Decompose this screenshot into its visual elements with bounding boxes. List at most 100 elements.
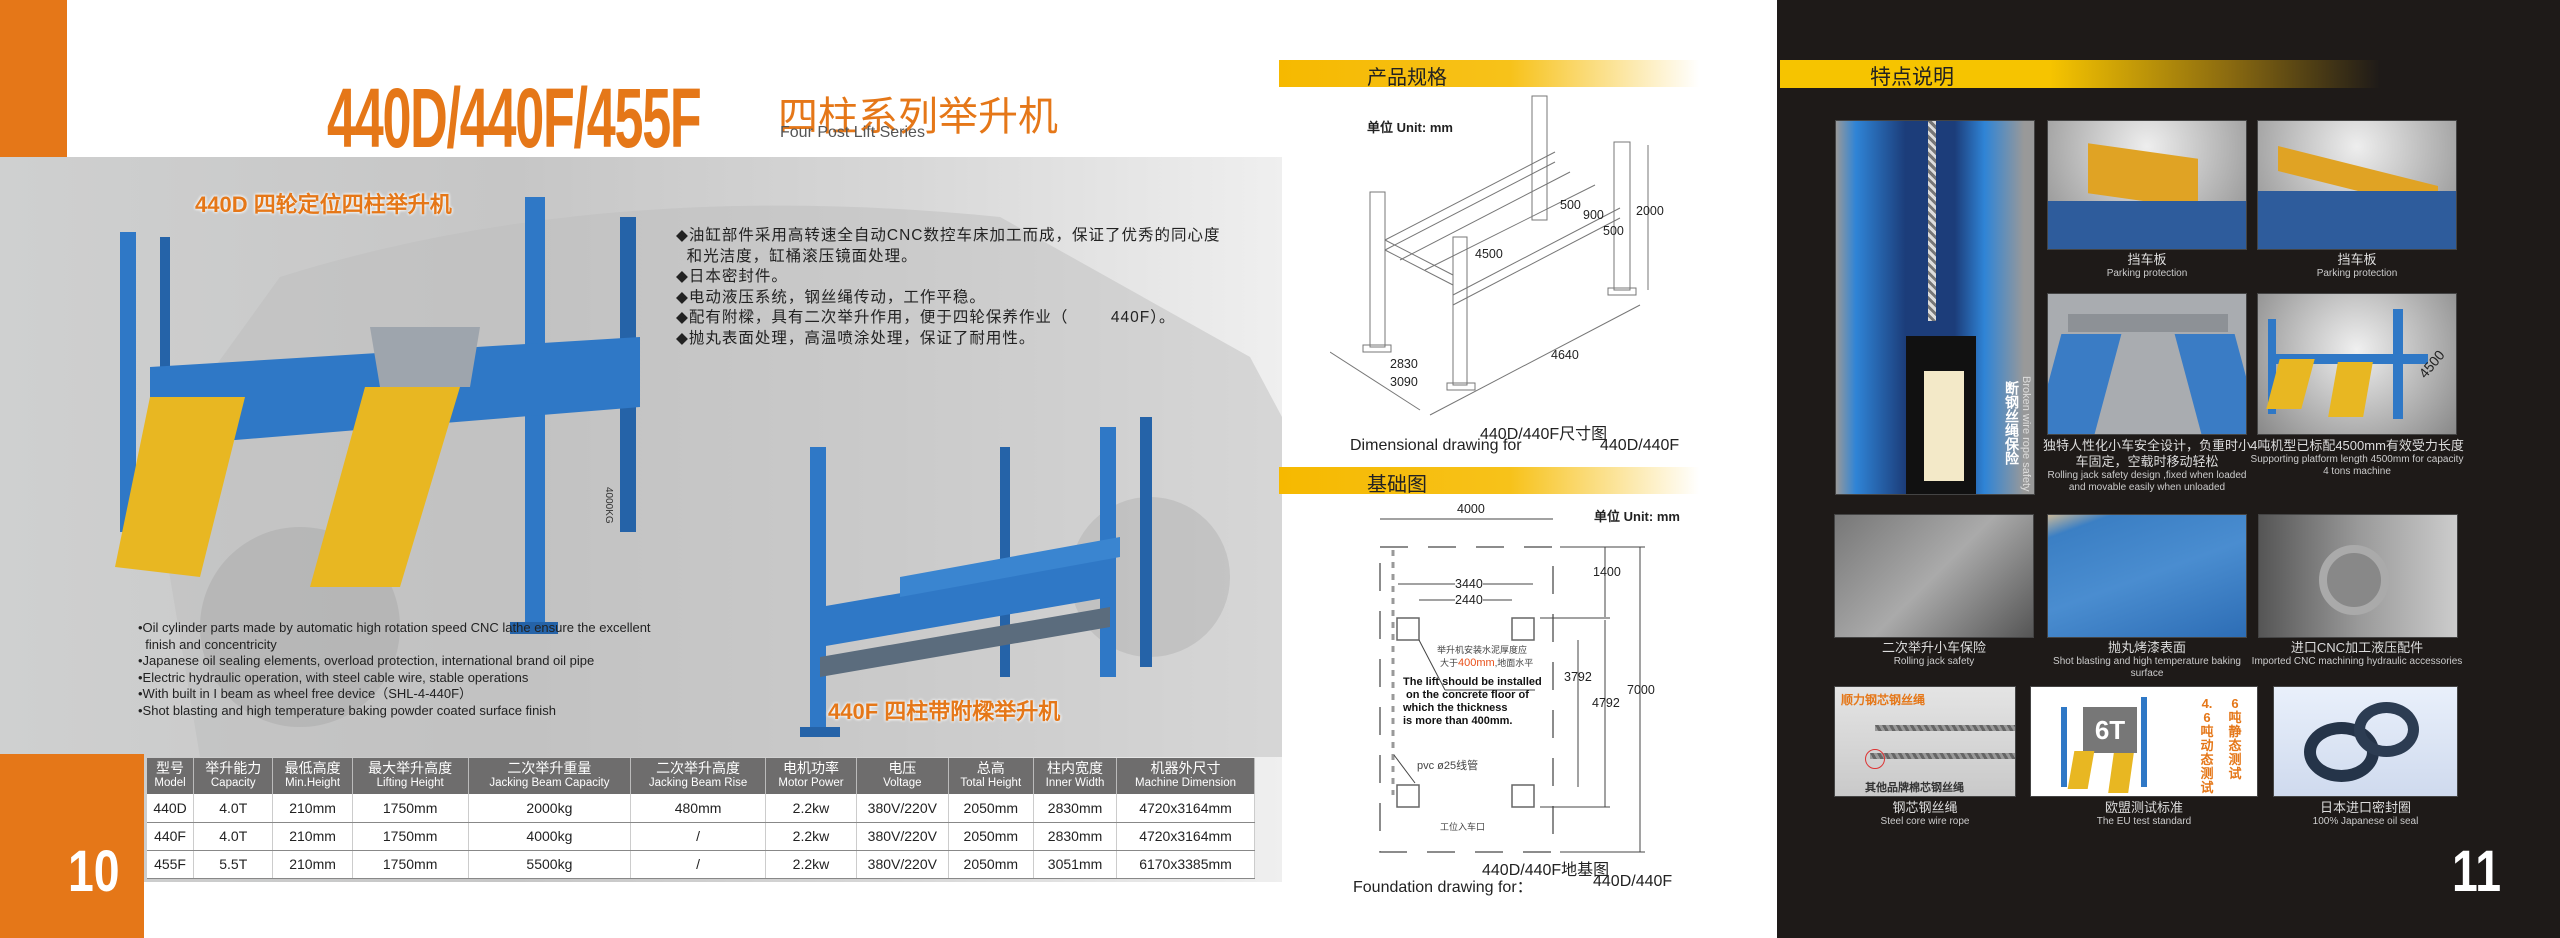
foundation-drawing: [1379, 518, 1645, 853]
caption-cn: 二次举升小车保险: [1881, 640, 1986, 655]
dim-2440: 2440: [1455, 593, 1483, 607]
table-cell: 2.2kw: [765, 794, 858, 823]
table-cell: 210mm: [272, 822, 353, 851]
photo-caption-cn: 断钢丝绳保险: [2004, 381, 2020, 465]
table-cell: 2830mm: [1033, 794, 1118, 823]
feature-photo-parking-protection-2: [2257, 120, 2457, 250]
section-heading: 特点说明: [1870, 66, 1954, 89]
header-en: Jacking Beam Capacity: [489, 777, 610, 789]
header-en: Lifting Height: [376, 777, 444, 789]
feature-photo-shot-blasting: [2047, 514, 2247, 638]
caption-en: 100% Japanese oil seal: [2312, 816, 2419, 827]
header-en: Machine Dimension: [1135, 777, 1237, 789]
header-en: Min.Height: [285, 777, 341, 789]
page-subtitle-en: Four Post Lift Series: [780, 124, 925, 141]
table-cell: 480mm: [630, 794, 766, 823]
note-line: which the thickness: [1403, 702, 1508, 714]
drawing-caption-cn: 440D/440F尺寸图: [1480, 426, 1608, 443]
note-en: The lift should be installed on the conc…: [1403, 676, 1542, 728]
dim-4792: 4792: [1592, 696, 1620, 710]
dim-500: 500: [1560, 198, 1581, 212]
drawing-caption-model: 440D/440F: [1600, 437, 1680, 454]
dimensional-drawing: [1330, 95, 1649, 416]
header-cn: 型号: [156, 760, 185, 776]
caption-en: Steel core wire rope: [1880, 816, 1970, 827]
features-section-header: 特点说明: [1780, 60, 2380, 89]
table-cell: 2050mm: [948, 794, 1035, 823]
header-cn: 二次举升高度: [656, 760, 741, 776]
feature-photo-broken-wire-safety: 断钢丝绳保险 Broken wire rope safety: [1835, 120, 2035, 495]
table-cell: 2050mm: [948, 850, 1035, 879]
header-cn: 总高: [976, 760, 1005, 776]
table-cell: 440F: [147, 822, 195, 851]
bullet-cn: 和光洁度，缸桶滚压镜面处理。: [676, 247, 918, 265]
bullet-en: •With built in I beam as wheel free devi…: [138, 686, 473, 701]
lift-440f-image: [800, 417, 1152, 737]
dim-1400: 1400: [1593, 565, 1621, 579]
caption-cn: 抛丸烤漆表面: [2107, 640, 2186, 655]
feature-photo-wire-rope: 顺力钢芯钢丝绳 其他品牌棉芯钢丝绳: [1834, 686, 2016, 797]
table-cell: 380V/220V: [856, 850, 949, 879]
header-en: Voltage: [883, 777, 922, 789]
table-cell: 210mm: [272, 794, 353, 823]
dynamic-test-label: 4.6吨动态测试: [2200, 696, 2214, 795]
rope-other-label: 其他品牌棉芯钢丝绳: [1865, 782, 1964, 794]
page-title: 440D/440F/455F: [327, 71, 702, 165]
header-cn: 机器外尺寸: [1150, 760, 1221, 776]
unit-label: 单位 Unit: mm: [1594, 509, 1680, 524]
lift-440d-image: [115, 197, 640, 634]
table-cell: 380V/220V: [856, 794, 949, 823]
foundation-section-header: 基础图: [1279, 467, 1699, 496]
feature-photo-eu-test: 6T 4.6吨动态测试 6吨静态测试: [2030, 686, 2258, 797]
header-en: Model: [154, 777, 186, 789]
caption-en: Rolling jack safety: [1893, 656, 1975, 667]
foundation-caption-cn: 440D/440F地基图: [1482, 862, 1610, 879]
bullet-cn: ◆油缸部件采用高转速全自动CNC数控车床加工而成，保证了优秀的同心度: [676, 227, 1221, 244]
drawing-caption-en: Dimensional drawing for: [1350, 437, 1522, 454]
caption-en: Supporting platform length 4500mm for ca…: [2250, 454, 2464, 477]
dim-3440: 3440: [1455, 577, 1483, 591]
table-cell: 5.5T: [193, 850, 274, 879]
table-cell: 5500kg: [468, 850, 632, 879]
table-cell: 4720x3164mm: [1116, 822, 1255, 851]
dim-2830: 2830: [1390, 357, 1418, 371]
caption-en: Parking protection: [2316, 268, 2398, 279]
header-en: Motor Power: [778, 777, 844, 789]
table-cell: /: [630, 822, 766, 851]
feature-photo-rolling-jack: [2047, 293, 2247, 435]
header-en: Jacking Beam Rise: [648, 777, 748, 789]
load-box-label: 6T: [2083, 707, 2137, 753]
wire-rope-image: [1928, 121, 1936, 321]
foundation-caption-en: Foundation drawing for：: [1353, 879, 1533, 896]
table-cell: 2000kg: [468, 794, 632, 823]
header-cn: 二次举升重量: [507, 760, 592, 776]
static-test-label: 6吨静态测试: [2228, 696, 2242, 781]
table-cell: 1750mm: [352, 822, 469, 851]
table-cell: 2830mm: [1033, 822, 1118, 851]
note-line: is more than 400mm.: [1403, 715, 1513, 727]
model-440f-label: 440F 四柱带附樑举升机: [828, 699, 1061, 724]
caption-en: Parking protection: [2106, 268, 2188, 279]
table-cell: 4000kg: [468, 822, 632, 851]
note-line: The lift should be installed: [1403, 676, 1542, 688]
dim-900: 900: [1583, 208, 1604, 222]
table-cell: 440D: [147, 794, 195, 823]
feature-photo-platform-length: 4500: [2257, 293, 2457, 435]
table-cell: 4.0T: [193, 822, 274, 851]
header-cn: 最大举升高度: [368, 760, 453, 776]
feature-list-cn: ◆油缸部件采用高转速全自动CNC数控车床加工而成，保证了优秀的同心度 和光洁度，…: [676, 226, 1221, 349]
section-heading: 产品规格: [1367, 67, 1447, 89]
dim-4000: 4000: [1455, 502, 1487, 516]
